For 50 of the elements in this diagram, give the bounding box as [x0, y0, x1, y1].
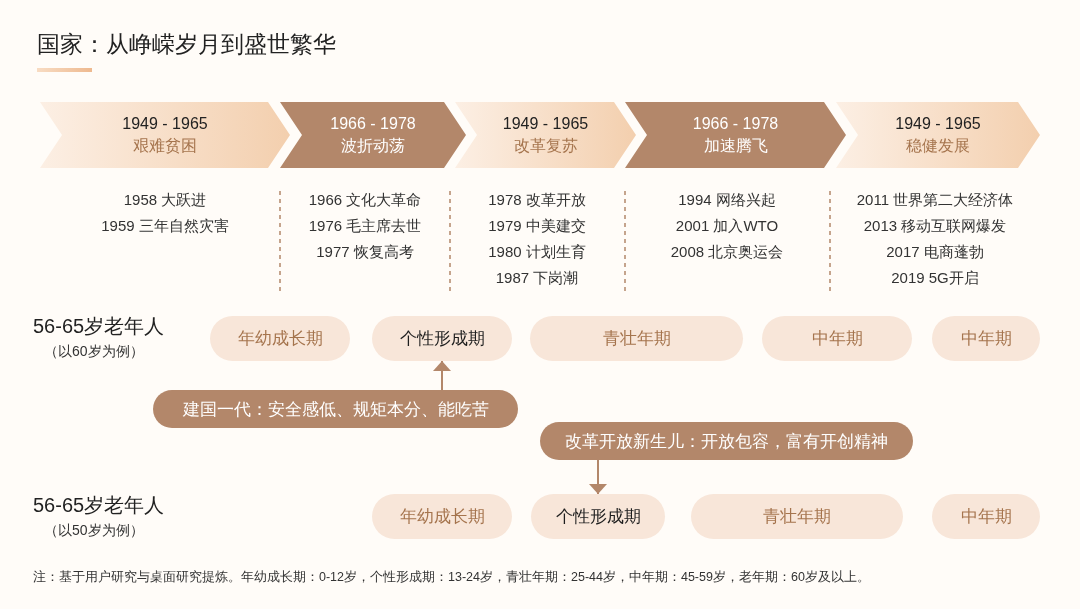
- era-name: 波折动荡: [341, 136, 405, 156]
- era-name: 加速腾飞: [703, 136, 768, 156]
- life-stage-pill: 个性形成期: [531, 494, 665, 539]
- pointer-arrow: [589, 459, 607, 495]
- period-band: [455, 102, 636, 168]
- year-range: 1949 - 1965: [122, 114, 208, 134]
- life-stage-pill: 青壮年期: [530, 316, 743, 361]
- year-range: 1966 - 1978: [330, 114, 416, 134]
- event-item: 1978 改革开放: [487, 190, 587, 210]
- life-stage-pill: 中年期: [932, 316, 1040, 361]
- year-range: 1966 - 1978: [692, 114, 779, 134]
- period-band: [625, 102, 846, 168]
- title: 国家：从峥嵘岁月到盛世繁华: [37, 30, 336, 59]
- row-note: （以60岁为例）: [44, 343, 144, 361]
- row-heading: 56-65岁老年人: [33, 314, 165, 339]
- era-name: 改革复苏: [513, 136, 578, 156]
- era-name: 艰难贫困: [133, 136, 197, 156]
- event-item: 1980 计划生育: [487, 242, 587, 262]
- event-item: 1979 中美建交: [487, 216, 587, 236]
- generation-banner: 改革开放新生儿：开放包容，富有开创精神: [540, 422, 913, 460]
- event-item: 2008 北京奥运会: [669, 242, 785, 262]
- period-band: [836, 102, 1040, 168]
- year-range: 1949 - 1965: [895, 114, 981, 134]
- era-name: 稳健发展: [906, 136, 970, 156]
- event-item: 1959 三年自然灾害: [100, 216, 230, 236]
- row-heading: 56-65岁老年人: [33, 493, 165, 518]
- life-stage-pill: 中年期: [932, 494, 1040, 539]
- row-note: （以50岁为例）: [44, 522, 144, 540]
- event-item: 2011 世界第二大经济体: [855, 190, 1015, 210]
- life-stage-pill: 年幼成长期: [210, 316, 350, 361]
- event-item: 1987 下岗潮: [494, 268, 580, 288]
- event-item: 2013 移动互联网爆发: [862, 216, 1008, 236]
- life-stage-pill: 年幼成长期: [372, 494, 512, 539]
- period-band: [40, 102, 290, 168]
- year-range: 1949 - 1965: [502, 114, 589, 134]
- footnote: 注：基于用户研究与桌面研究提炼。年幼成长期：0-12岁，个性形成期：13-24岁，青壮年期：25-44岁，中年期：45-59岁，老年期：60岁及以上。: [33, 569, 870, 586]
- period-band: [280, 102, 466, 168]
- event-item: 1958 大跃进: [122, 190, 208, 210]
- generation-banner: 建国一代：安全感低、规矩本分、能吃苦: [153, 390, 518, 428]
- life-stage-pill: 中年期: [762, 316, 912, 361]
- event-item: 1966 文化大革命: [307, 190, 423, 210]
- event-item: 1976 毛主席去世: [307, 216, 423, 236]
- event-item: 1977 恢复高考: [315, 242, 415, 262]
- event-item: 2001 加入WTO: [674, 216, 780, 236]
- life-stage-pill: 青壮年期: [691, 494, 903, 539]
- event-item: 2017 电商蓬勃: [885, 242, 985, 262]
- pointer-arrow: [433, 360, 451, 391]
- life-stage-pill: 个性形成期: [372, 316, 512, 361]
- event-item: 1994 网络兴起: [677, 190, 777, 210]
- event-item: 2019 5G开启: [890, 268, 980, 288]
